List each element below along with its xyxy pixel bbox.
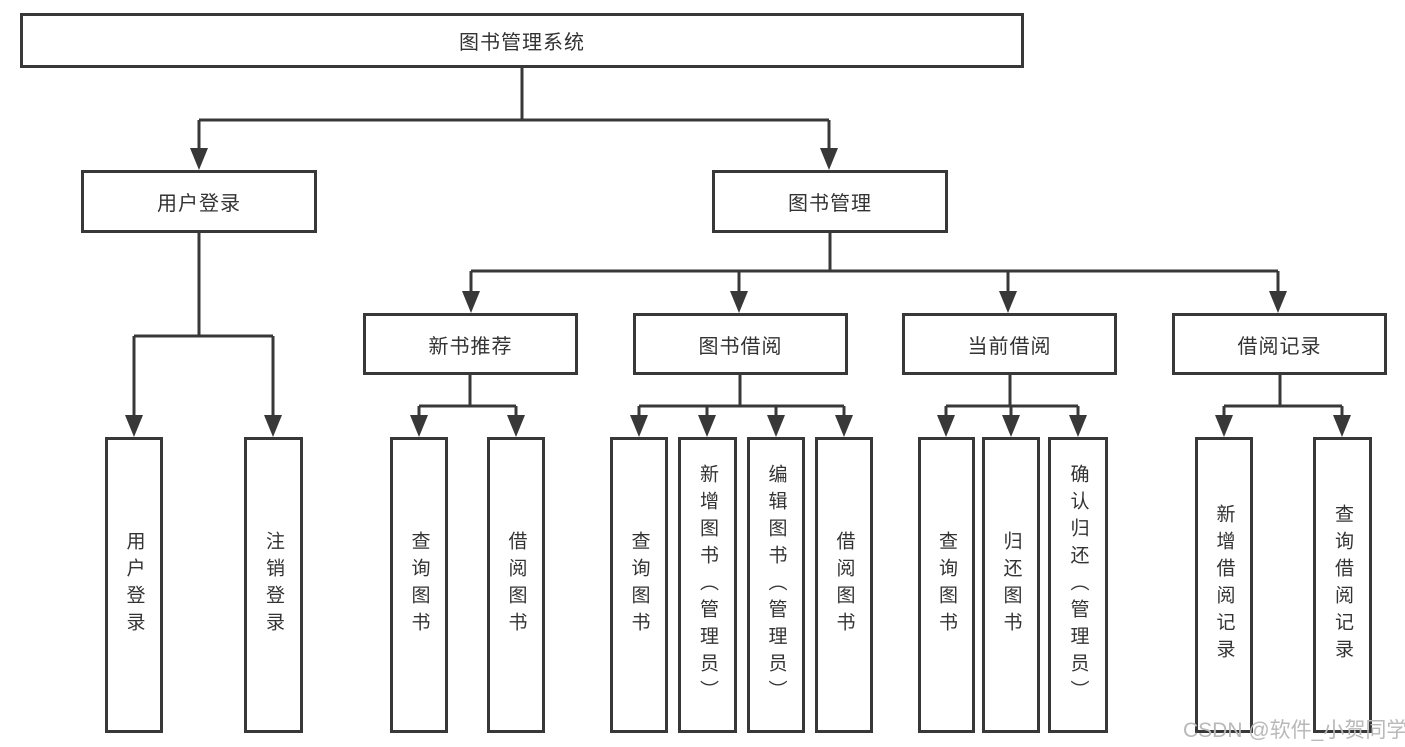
arrowhead-icon (1002, 415, 1020, 437)
arrowhead-icon (630, 415, 648, 437)
leaf-edit-book-admin-label: 编辑图书（管理员） (765, 463, 787, 707)
node-book-management-label: 图书管理 (788, 193, 872, 215)
arrowhead-icon (1269, 291, 1287, 313)
leaf-query-borrow-record-label: 查询借阅记录 (1332, 504, 1353, 666)
arrowhead-icon (507, 415, 525, 437)
leaf-confirm-return-admin-label: 确认归还（管理员） (1067, 463, 1089, 707)
leaf-return-book: 归还图书 (982, 437, 1040, 733)
node-root-label: 图书管理系统 (459, 32, 585, 54)
node-borrow-record: 借阅记录 (1172, 313, 1387, 375)
leaf-recommend-query-book-label: 查询图书 (408, 531, 430, 639)
leaf-user-login: 用户登录 (105, 437, 163, 733)
leaf-confirm-return-admin: 确认归还（管理员） (1048, 437, 1108, 733)
leaf-add-borrow-record-label: 新增借阅记录 (1213, 504, 1235, 666)
arrowhead-icon (462, 291, 480, 313)
leaf-add-book-admin-label: 新增图书（管理员） (697, 463, 718, 707)
node-current-borrow: 当前借阅 (902, 313, 1117, 375)
arrowhead-icon (767, 415, 785, 437)
leaf-recommend-borrow-book: 借阅图书 (487, 437, 545, 733)
arrowhead-icon (1215, 415, 1233, 437)
leaf-current-query-book: 查询图书 (918, 437, 975, 733)
arrowhead-icon (999, 291, 1017, 313)
arrowhead-icon (730, 291, 748, 313)
watermark: CSDN @软件_小贺同学 (1183, 719, 1405, 742)
leaf-edit-book-admin: 编辑图书（管理员） (747, 437, 805, 733)
leaf-add-borrow-record: 新增借阅记录 (1195, 437, 1253, 733)
leaf-recommend-query-book: 查询图书 (390, 437, 448, 733)
node-book-borrow-label: 图书借阅 (698, 335, 783, 358)
node-new-book-recommend: 新书推荐 (363, 313, 578, 375)
arrowhead-icon (1333, 415, 1351, 437)
leaf-return-book-label: 归还图书 (1000, 531, 1022, 639)
leaf-query-borrow-record: 查询借阅记录 (1313, 437, 1372, 733)
leaf-borrow-query-book: 查询图书 (610, 437, 668, 733)
leaf-borrow-book-label: 借阅图书 (833, 531, 855, 639)
leaf-logout: 注销登录 (244, 437, 303, 733)
node-root: 图书管理系统 (20, 13, 1024, 68)
leaf-current-query-book-label: 查询图书 (936, 531, 957, 639)
node-book-borrow: 图书借阅 (633, 313, 848, 375)
leaf-borrow-query-book-label: 查询图书 (628, 531, 650, 639)
leaf-logout-label: 注销登录 (263, 531, 284, 639)
node-current-borrow-label: 当前借阅 (967, 335, 1052, 358)
node-borrow-record-label: 借阅记录 (1237, 335, 1322, 358)
node-user-login-label: 用户登录 (157, 193, 241, 215)
arrowhead-icon (264, 415, 282, 437)
arrowhead-icon (820, 148, 838, 170)
leaf-add-book-admin: 新增图书（管理员） (678, 437, 737, 733)
arrowhead-icon (190, 148, 208, 170)
leaf-borrow-book: 借阅图书 (815, 437, 873, 733)
node-book-management: 图书管理 (712, 170, 948, 233)
arrowhead-icon (937, 415, 955, 437)
arrowhead-icon (698, 415, 716, 437)
arrowhead-icon (125, 415, 143, 437)
arrowhead-icon (835, 415, 853, 437)
arrowhead-icon (1069, 415, 1087, 437)
arrowhead-icon (410, 415, 428, 437)
node-new-book-recommend-label: 新书推荐 (428, 335, 513, 358)
leaf-user-login-label: 用户登录 (123, 531, 145, 639)
node-user-login: 用户登录 (81, 170, 317, 233)
leaf-recommend-borrow-book-label: 借阅图书 (505, 531, 527, 639)
